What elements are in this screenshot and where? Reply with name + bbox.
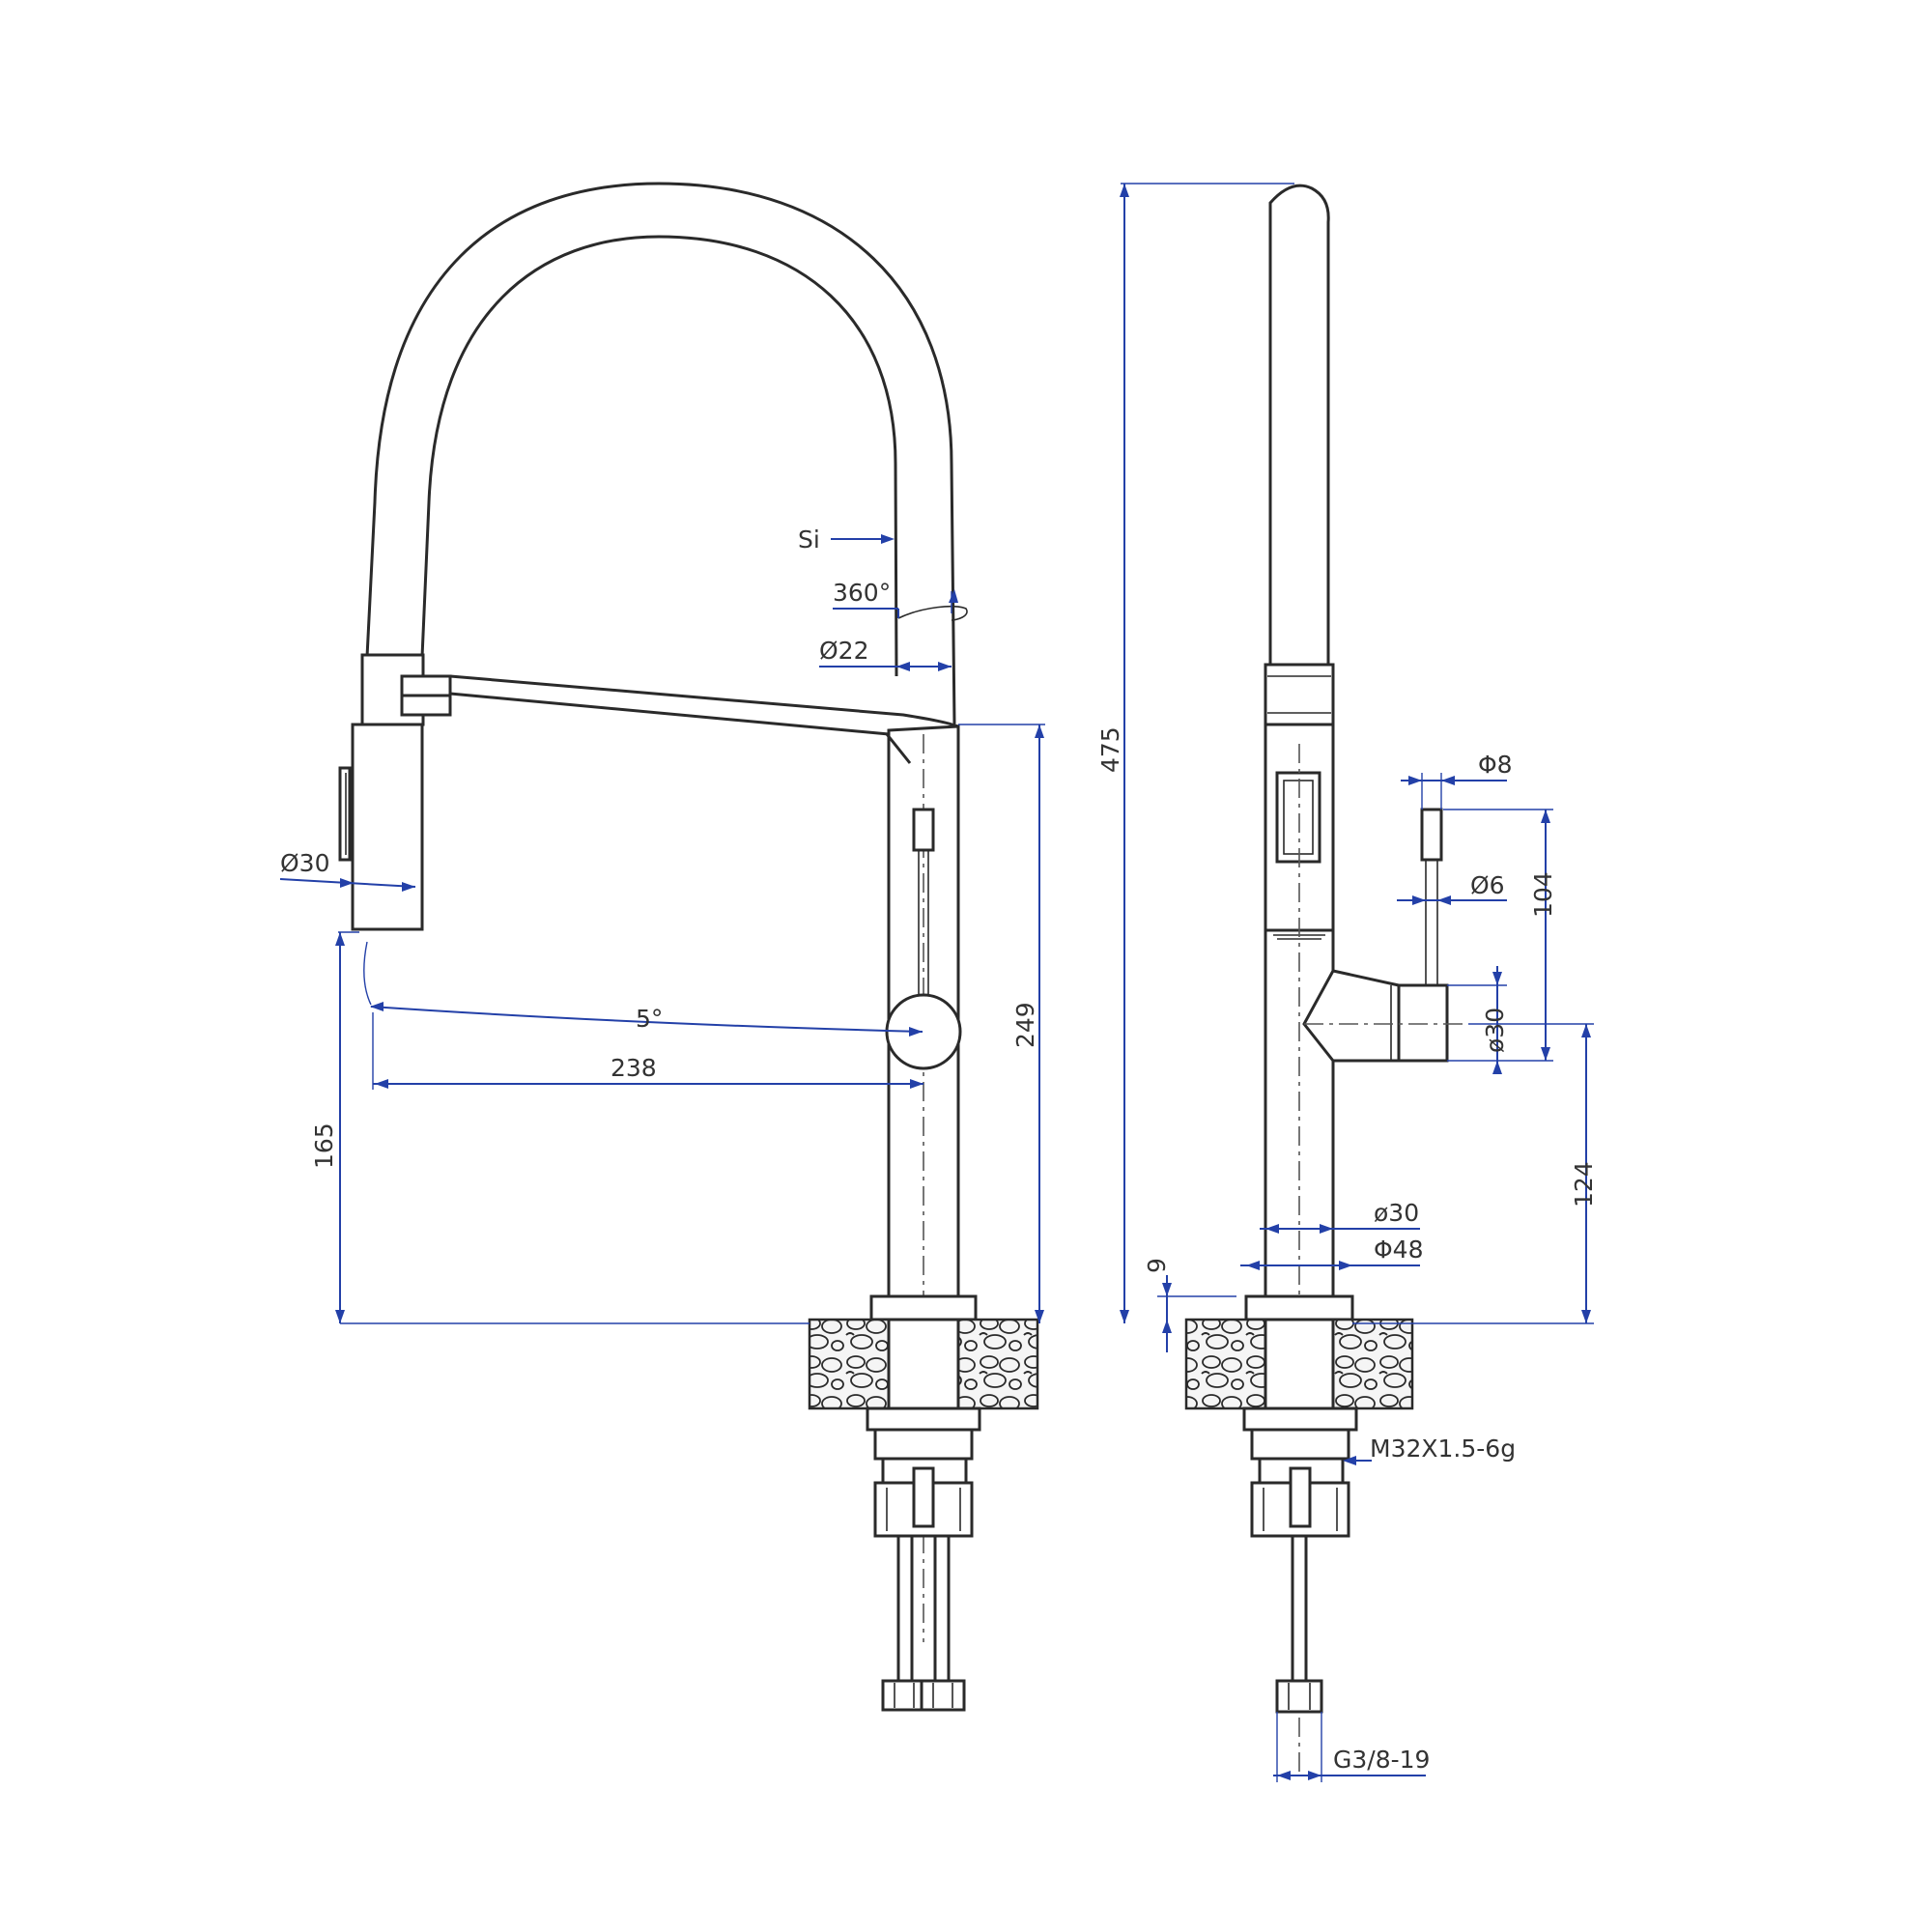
front-dimensions: Si 360° Ø22 Ø30 5° 238 16: [279, 526, 1045, 1324]
label-thread: M32X1.5-6g: [1370, 1435, 1516, 1463]
countertop-right-side: [1331, 1318, 1414, 1410]
label-238: 238: [611, 1054, 657, 1082]
label-angle: 5°: [636, 1005, 663, 1033]
label-475: 475: [1096, 726, 1124, 773]
label-phi48: Φ48: [1374, 1236, 1424, 1264]
side-dimensions: 475 Φ8 Ø6 104 ø30 124: [1096, 183, 1598, 1782]
label-249: 249: [1011, 1002, 1039, 1048]
label-si: Si: [798, 526, 820, 554]
label-connection: G3/8-19: [1333, 1746, 1430, 1774]
label-165: 165: [310, 1122, 338, 1169]
spray-head: [338, 653, 452, 931]
label-360: 360°: [833, 579, 891, 607]
label-dia30-handle: ø30: [1481, 1008, 1509, 1053]
label-124: 124: [1570, 1161, 1598, 1208]
countertop-left-side: [1184, 1318, 1267, 1410]
label-9: 9: [1143, 1258, 1171, 1273]
side-view: [1184, 184, 1468, 1777]
faucet-body: [885, 724, 962, 1642]
front-view: [338, 182, 1039, 1712]
label-dia30-body: ø30: [1374, 1199, 1419, 1227]
countertop-left: [808, 1318, 891, 1410]
label-104: 104: [1529, 871, 1557, 918]
label-phi8: Φ8: [1478, 751, 1513, 779]
base-flange: [869, 1294, 978, 1321]
label-dia22: Ø22: [819, 637, 869, 665]
hose: [365, 182, 956, 725]
label-dia30-head: Ø30: [280, 849, 330, 877]
countertop-right: [956, 1318, 1039, 1410]
label-dia6: Ø6: [1470, 871, 1505, 899]
